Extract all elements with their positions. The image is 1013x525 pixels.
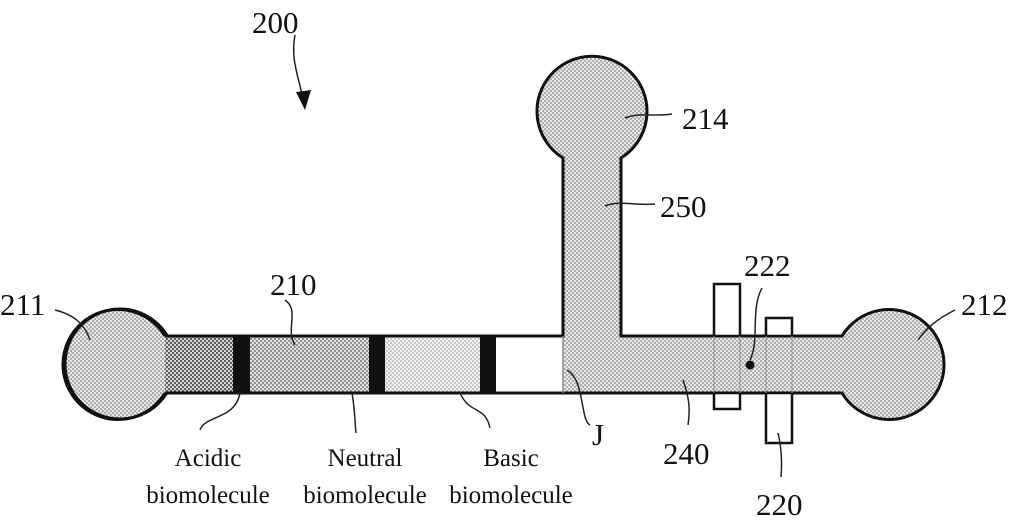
label-211: 211 <box>0 287 45 322</box>
device-body <box>61 54 946 421</box>
basic-label-line1: Basic <box>483 445 539 472</box>
device-outline-top <box>165 54 946 421</box>
channel-segment-clear <box>496 336 563 393</box>
label-210: 210 <box>270 267 317 302</box>
leader-lines <box>54 34 956 478</box>
label-212: 212 <box>961 287 1008 322</box>
detection-point <box>745 360 755 370</box>
label-250: 250 <box>660 189 707 224</box>
acidic-label-line1: Acidic <box>175 445 242 472</box>
acidic-label-line2: biomolecule <box>146 482 270 509</box>
electrode-upper-left <box>712 282 742 338</box>
channel-segment-acidic <box>165 336 234 393</box>
electrode-upper-right <box>764 316 794 338</box>
label-200: 200 <box>252 5 299 40</box>
acidic-band <box>233 336 250 393</box>
left-reservoir-outline <box>61 308 167 421</box>
label-220: 220 <box>756 487 803 522</box>
electrode-lower-left <box>712 391 742 411</box>
neutral-label-line2: biomolecule <box>303 482 427 509</box>
channel-segment-basic <box>385 336 481 393</box>
detection-region <box>536 56 945 420</box>
neutral-band <box>369 336 385 393</box>
label-J: J <box>592 417 604 452</box>
label-222: 222 <box>744 248 791 283</box>
label-240: 240 <box>663 436 710 471</box>
neutral-label-line1: Neutral <box>328 445 403 472</box>
basic-label-line2: biomolecule <box>449 482 573 509</box>
arrow-head-icon <box>296 90 311 110</box>
channel-segment-neutral <box>250 336 370 393</box>
basic-band <box>480 336 496 393</box>
label-214: 214 <box>682 101 729 136</box>
